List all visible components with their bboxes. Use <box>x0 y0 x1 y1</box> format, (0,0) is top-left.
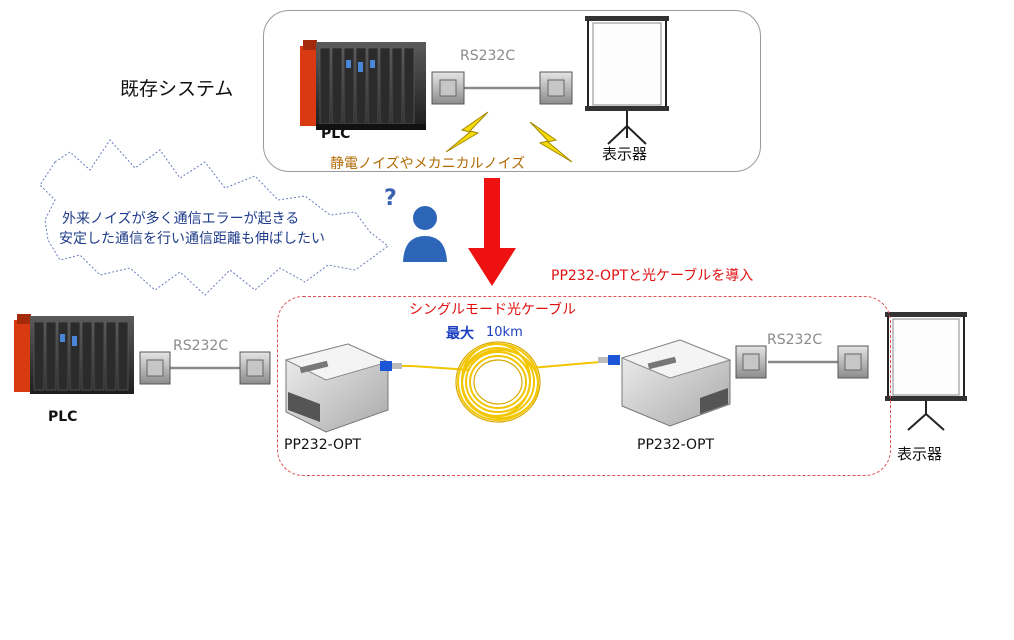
rs232c-cable-top <box>431 71 573 105</box>
plc-top <box>300 40 426 130</box>
pp232-opt-device-right <box>620 339 732 427</box>
rs232c-label-top: RS232C <box>460 48 516 64</box>
existing-system-box <box>263 10 761 172</box>
person-icon <box>403 206 447 262</box>
rs232c-label-bottom-right: RS232C <box>767 332 823 348</box>
display-screen-top <box>585 16 669 145</box>
display-label-top: 表示器 <box>602 145 648 163</box>
plc-label-top: PLC <box>321 126 351 142</box>
introduction-box <box>277 296 891 476</box>
thought-cloud <box>39 139 389 296</box>
question-mark: ? <box>384 186 397 211</box>
device-label-left: PP232-OPT <box>284 437 362 453</box>
fiber-optic-cable <box>380 341 620 423</box>
rs232c-cable-bottom-right <box>735 345 869 379</box>
fiber-cable-label: シングルモード光ケーブル <box>409 302 577 318</box>
lightning-icon-right <box>529 121 573 163</box>
noise-label: 静電ノイズやメカニカルノイズ <box>330 156 526 172</box>
max-distance-value: 10km <box>486 325 523 340</box>
rs232c-cable-bottom-left <box>139 351 271 385</box>
down-arrow-icon <box>468 178 516 286</box>
display-label-bottom: 表示器 <box>897 445 943 463</box>
rs232c-label-bottom-left: RS232C <box>173 338 229 354</box>
device-label-right: PP232-OPT <box>637 437 715 453</box>
lightning-icon <box>445 111 489 153</box>
existing-system-title: 既存システム <box>120 78 234 100</box>
plc-label-bottom: PLC <box>48 409 78 425</box>
max-distance-label: 最大 <box>446 326 474 342</box>
plc-bottom <box>14 314 134 394</box>
introduction-label: PP232-OPTと光ケーブルを導入 <box>551 268 754 284</box>
display-screen-bottom <box>885 312 967 431</box>
problem-text-line2: 安定した通信を行い通信距離も伸ばしたい <box>59 231 325 247</box>
pp232-opt-device-left <box>284 343 390 433</box>
problem-text-line1: 外来ノイズが多く通信エラーが起きる <box>62 211 300 227</box>
